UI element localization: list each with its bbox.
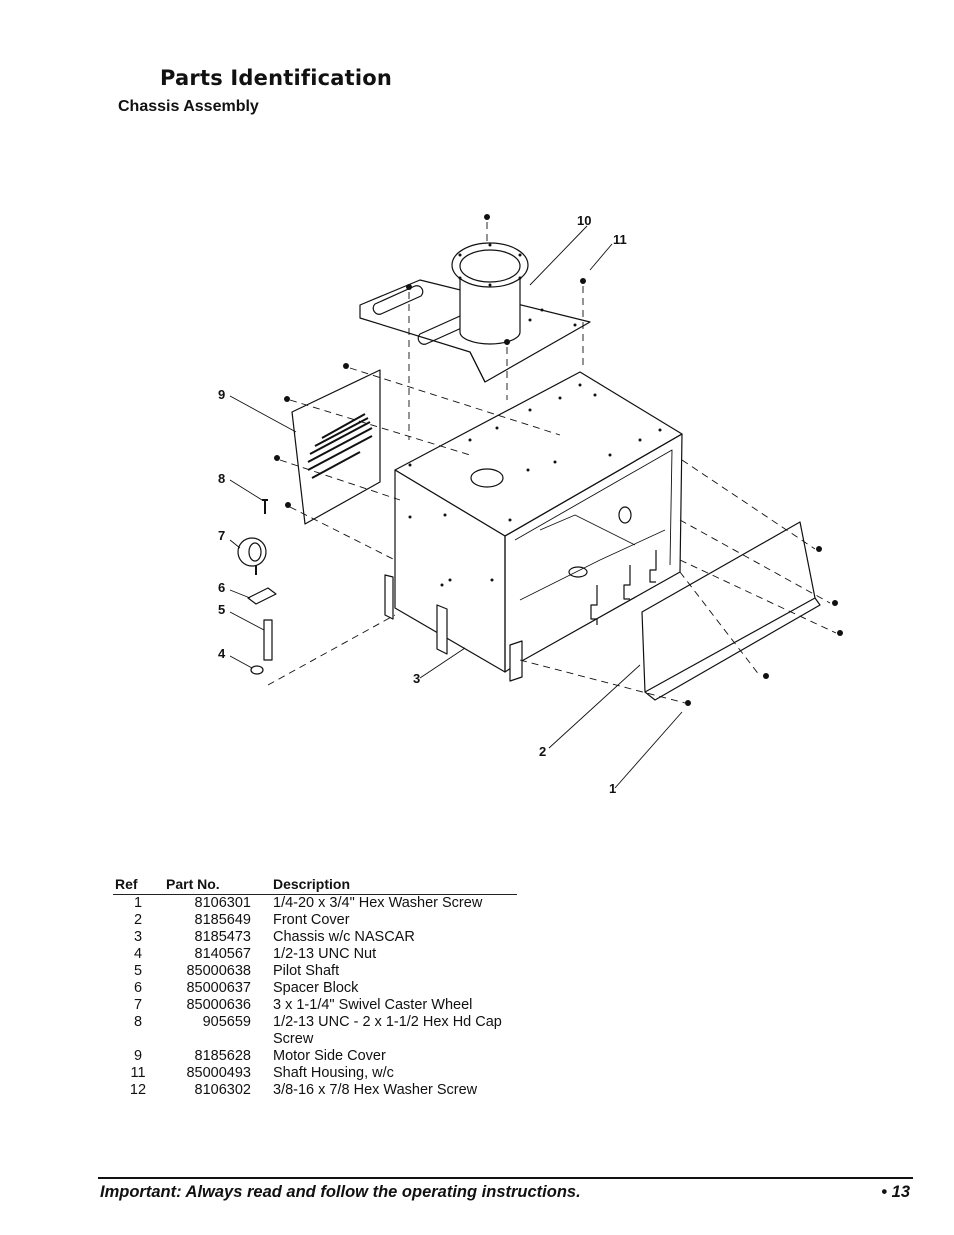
table-row: 8 905659 1/2-13 UNC - 2 x 1-1/2 Hex Hd Cap… (113, 1014, 517, 1048)
table-row: 7 85000636 3 x 1-1/4" Swivel Caster Wheel (113, 997, 517, 1014)
table-row: 6 85000637 Spacer Block (113, 980, 517, 997)
callout-9: 9 (218, 387, 225, 402)
table-row: 2 8185649 Front Cover (113, 912, 517, 929)
cell-part-no: 85000638 (186, 963, 251, 979)
footer-rule (98, 1177, 913, 1179)
cell-description: Chassis w/c NASCAR (273, 929, 415, 945)
table-row: 12 8106302 3/8-16 x 7/8 Hex Washer Screw (113, 1082, 517, 1099)
callout-10: 10 (577, 213, 591, 228)
cell-part-no: 8185473 (194, 929, 251, 945)
cell-ref: 8 (133, 1014, 143, 1030)
callout-8: 8 (218, 471, 225, 486)
cell-description: Shaft Housing, w/c (273, 1065, 394, 1081)
table-row: 5 85000638 Pilot Shaft (113, 963, 517, 980)
callout-1: 1 (609, 781, 616, 796)
cell-ref: 2 (133, 912, 143, 928)
chassis-box (384, 371, 683, 682)
cell-description: Pilot Shaft (273, 963, 340, 979)
cell-ref: 9 (133, 1048, 143, 1064)
cell-description: 1/4-20 x 3/4" Hex Washer Screw (273, 895, 483, 911)
table-row: 11 85000493 Shaft Housing, w/c (113, 1065, 517, 1082)
parts-table: Ref Part No. Description 1 8106301 1/4-20 … (113, 876, 517, 1099)
table-row: 1 8106301 1/4-20 x 3/4" Hex Washer Screw (113, 895, 517, 913)
cell-part-no: 85000637 (186, 980, 251, 996)
callout-4: 4 (218, 646, 226, 661)
shaft-housing (359, 242, 591, 383)
cell-ref: 4 (133, 946, 143, 962)
cell-ref: 1 (133, 895, 143, 911)
cell-description: Motor Side Cover (273, 1048, 386, 1064)
page-number: • 13 (881, 1183, 910, 1201)
cell-description: Spacer Block (273, 980, 359, 996)
table-row: 3 8185473 Chassis w/c NASCAR (113, 929, 517, 946)
callout-11: 11 (613, 232, 627, 247)
callout-6: 6 (218, 580, 225, 595)
cell-ref: 3 (133, 929, 143, 945)
cell-description: 3 x 1-1/4" Swivel Caster Wheel (273, 997, 473, 1013)
cell-ref: 7 (133, 997, 143, 1013)
cell-ref: 11 (130, 1065, 146, 1081)
cell-description: Front Cover (273, 912, 350, 928)
callout-5: 5 (218, 602, 225, 617)
callout-2: 2 (539, 744, 546, 759)
cell-part-no: 8185649 (194, 912, 251, 928)
cell-part-no: 8185628 (194, 1048, 251, 1064)
callout-7: 7 (218, 528, 225, 543)
chassis-exploded-diagram: 10 11 9 8 7 6 5 4 3 2 1 (218, 213, 843, 796)
cell-ref: 6 (133, 980, 143, 996)
table-row: 9 8185628 Motor Side Cover (113, 1048, 517, 1065)
cell-ref: 5 (133, 963, 143, 979)
parts-table-header: Ref Part No. Description (113, 876, 517, 895)
cell-description: 3/8-16 x 7/8 Hex Washer Screw (273, 1082, 478, 1098)
cell-description: 1/2-13 UNC Nut (273, 946, 377, 962)
cell-part-no: 85000493 (186, 1065, 251, 1081)
cell-part-no: 85000636 (186, 997, 251, 1013)
cell-part-no: 8140567 (194, 946, 251, 962)
cell-part-no: 8106302 (194, 1082, 251, 1098)
section-subtitle: Chassis Assembly (118, 98, 259, 115)
cell-ref: 12 (129, 1082, 147, 1098)
column-header-description: Description (273, 876, 517, 895)
cell-part-no: 8106301 (194, 895, 251, 911)
callout-3: 3 (413, 671, 420, 686)
front-cover (641, 521, 821, 701)
parts-table-body: 1 8106301 1/4-20 x 3/4" Hex Washer Screw 2 8… (113, 895, 517, 1100)
column-header-part-no: Part No. (163, 876, 273, 895)
caster-hardware (237, 499, 277, 675)
table-row: 4 8140567 1/2-13 UNC Nut (113, 946, 517, 963)
cell-part-no: 905659 (202, 1014, 251, 1030)
motor-side-cover (291, 369, 381, 525)
cell-description: 1/2-13 UNC - 2 x 1-1/2 Hex Hd Cap Screw (273, 1014, 502, 1047)
page-title: Parts Identification (160, 66, 393, 90)
column-header-ref: Ref (113, 876, 163, 895)
footer-notice: Important: Always read and follow the op… (100, 1183, 581, 1201)
